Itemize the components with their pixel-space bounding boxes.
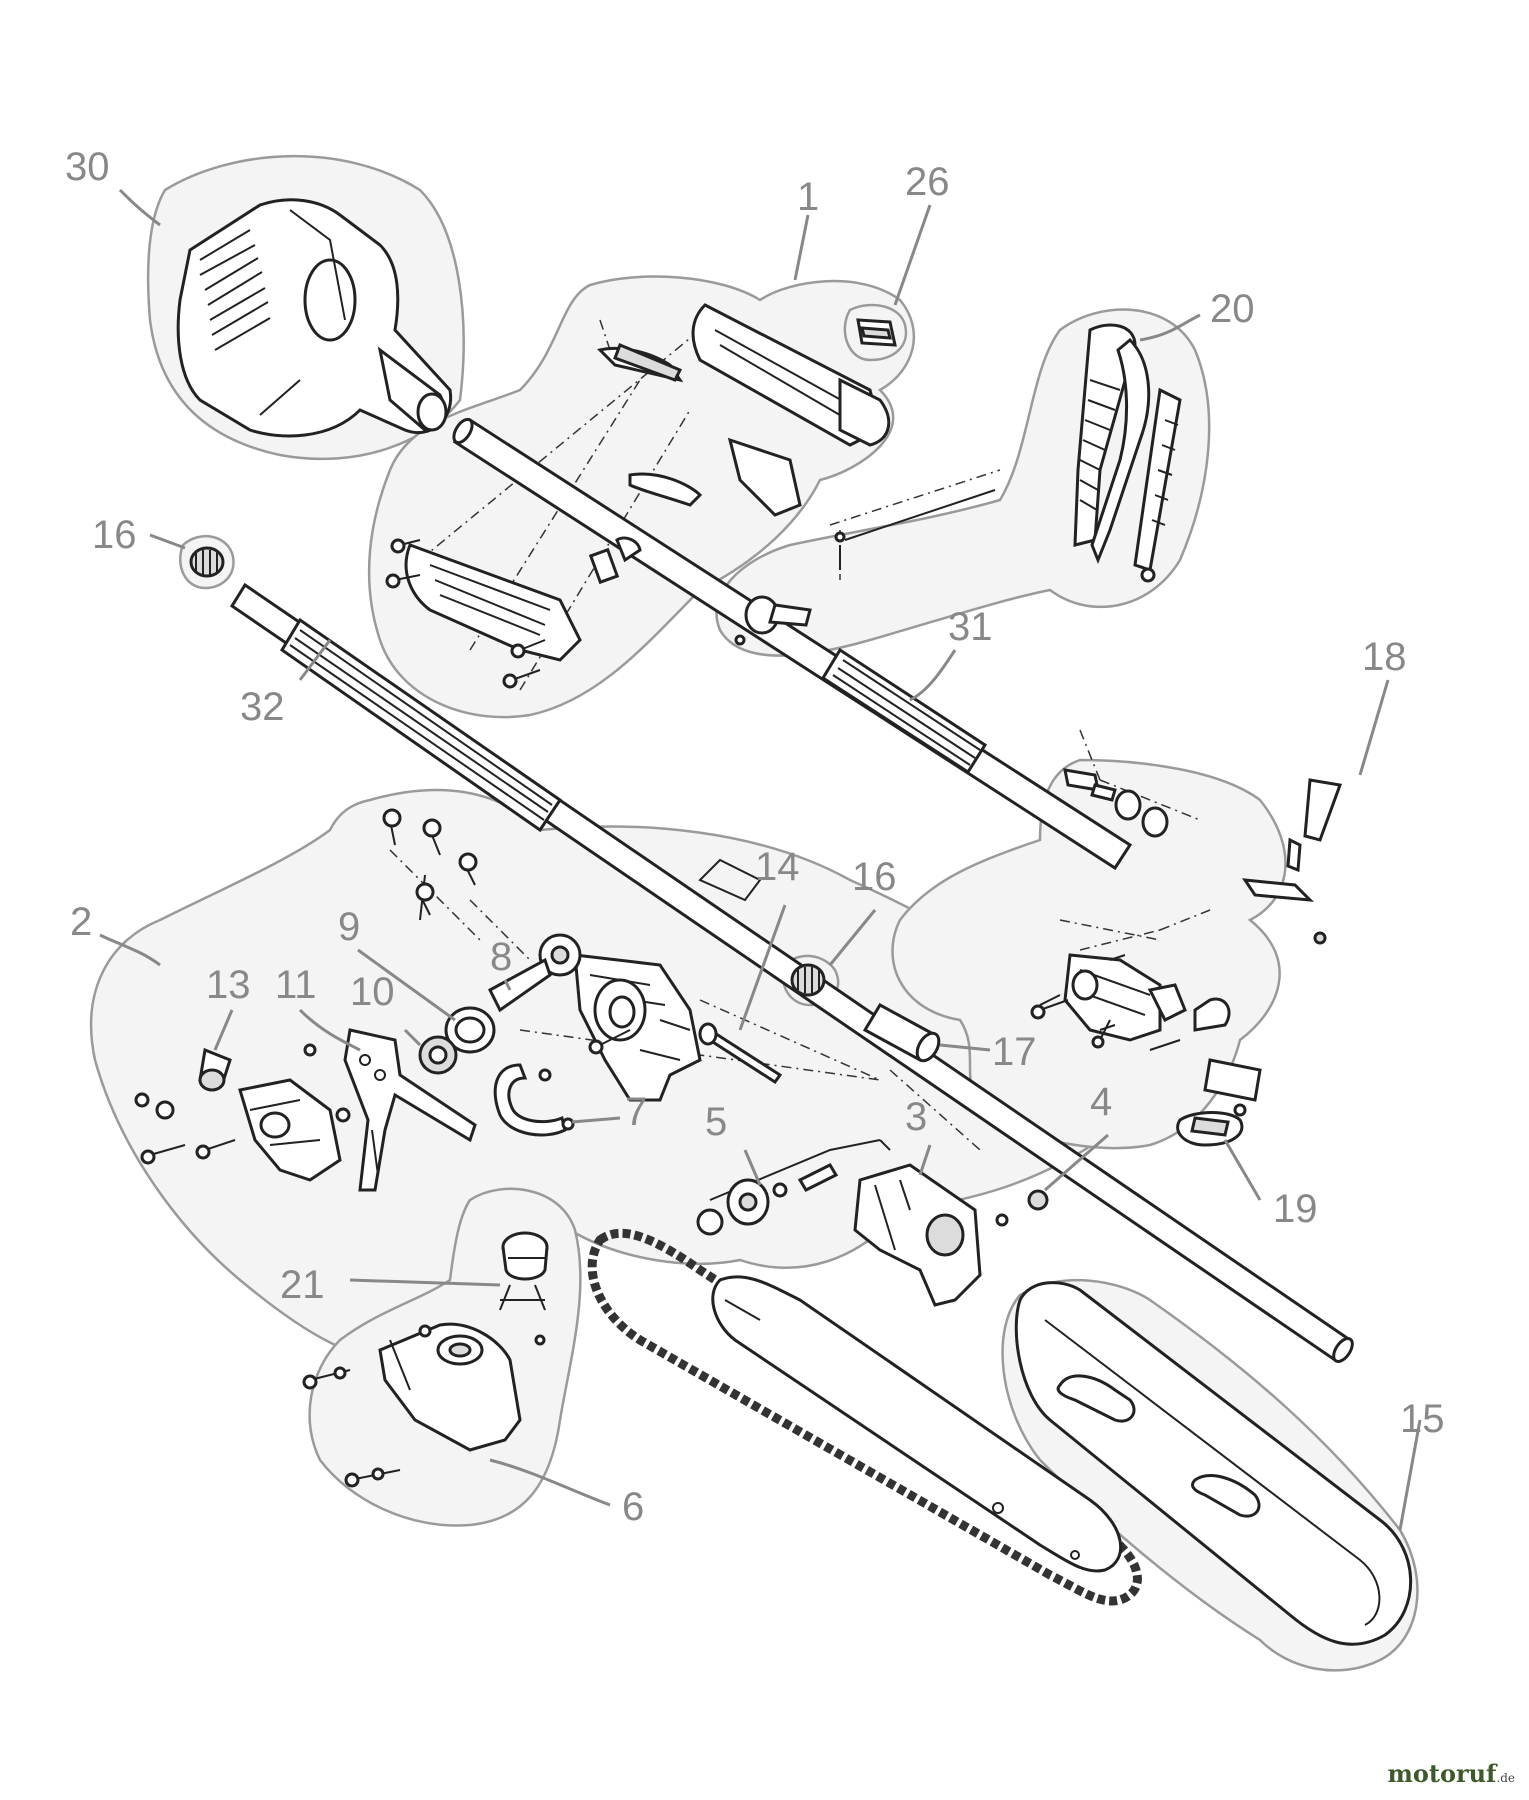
leader-18 [1358,679,1390,776]
label-7: 7 [625,1090,647,1134]
label-31: 31 [948,605,993,649]
label-6: 6 [622,1485,644,1529]
leader-15 [1398,1419,1422,1531]
leader-17 [939,1043,991,1052]
gearhead-housing-part [573,953,702,1102]
label-20: 20 [1210,287,1255,331]
handle-part [404,303,891,662]
sprocket-5-part [696,1139,891,1236]
leader-32 [298,639,332,681]
leader-30 [118,188,161,227]
label-17: 17 [992,1030,1037,1074]
label-3: 3 [905,1095,927,1139]
bearing-16-part [189,546,225,578]
lower-shaft-end [1332,1337,1354,1363]
oil-tank-part [302,1322,546,1488]
saw-chain-part [587,1228,1142,1606]
label-16a: 16 [92,513,137,557]
leader-20 [1139,313,1201,342]
leader-9 [357,948,456,1022]
gear-13-part [198,1047,232,1092]
label-14: 14 [755,845,800,889]
upper-shaft-end [452,417,474,445]
leader-3 [918,1144,932,1176]
label-21: 21 [280,1263,325,1307]
label-26: 26 [905,160,950,204]
leader-4 [1044,1133,1109,1192]
label-11: 11 [275,963,317,1007]
watermark-suffix: .de [1496,1771,1515,1785]
label-2: 2 [70,900,92,944]
bearing-10-part [418,1035,458,1075]
chain-cover-part [853,1163,982,1307]
leader-21 [349,1278,501,1287]
label-15: 15 [1400,1397,1445,1441]
bar-cover-part [1014,1281,1413,1646]
bracket-11-part [343,1028,477,1192]
leader-10 [403,1028,422,1047]
gear-case-part [134,1043,351,1182]
bearing-16b-part [790,963,826,997]
shoulder-strap-part [834,323,1182,583]
label-32: 32 [240,685,285,729]
engine-part [176,198,453,438]
clip-part [856,318,897,347]
guide-bar-part [711,1275,1122,1573]
oil-hose-part [493,1063,575,1137]
leader-14 [738,904,787,1031]
label-10: 10 [350,970,395,1014]
label-1: 1 [797,175,819,219]
knob-19-part [1176,1111,1244,1147]
label-9: 9 [338,905,360,949]
leader-11 [298,1008,361,1052]
oil-cap-part [499,1231,549,1311]
screws-handle [385,538,546,689]
pivot-screws [1039,954,1126,1031]
bearing-9-part [444,1006,496,1054]
pivot-assembly-part [1030,768,1343,1117]
leader-8 [503,979,512,991]
watermark-main: motoruf [1387,1759,1497,1788]
leader-1 [793,214,810,281]
nut-4-part [995,1189,1049,1227]
label-5: 5 [705,1100,727,1144]
label-8: 8 [490,935,512,979]
bolt-14-part [698,1022,783,1085]
leader-7 [571,1116,621,1124]
strap-hanger-part [734,595,812,646]
coupling-part [698,858,941,1063]
leader-13 [213,1009,234,1051]
leader-16a [149,533,186,550]
upper-shaft-grip [820,647,988,775]
leader-19 [1223,1139,1262,1201]
bolt-screw-set [382,808,631,1055]
label-30: 30 [65,145,110,189]
assembly-line-pivot [1079,729,1211,951]
label-18: 18 [1362,635,1407,679]
label-16b: 16 [852,855,897,899]
lower-shaft-grip [279,617,563,833]
leader-5 [743,1149,762,1186]
leader-31 [909,649,957,702]
leader-16b [828,909,877,966]
label-4: 4 [1090,1080,1112,1124]
leader-6 [489,1458,611,1507]
label-13: 13 [206,963,251,1007]
watermark-logo: motoruf.de [1387,1759,1515,1788]
label-19: 19 [1273,1187,1318,1231]
leader-2 [99,933,161,967]
leader-26 [893,204,932,306]
bearing-8-part [488,933,582,1013]
